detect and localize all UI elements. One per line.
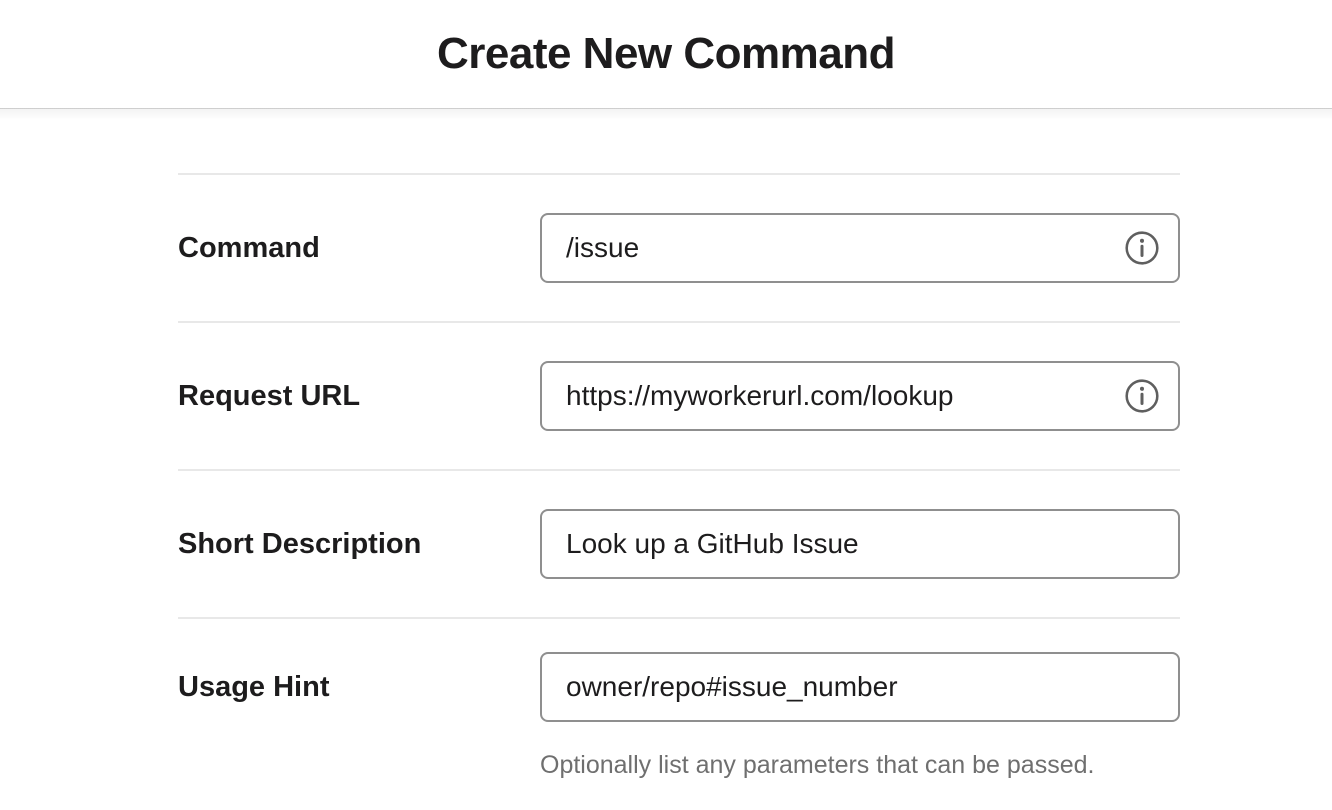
usage-hint-helper-text: Optionally list any parameters that can … bbox=[540, 751, 1095, 779]
request-url-input[interactable] bbox=[540, 361, 1180, 431]
form-row-usage-hint: Usage Hint Optionally list any parameter… bbox=[178, 617, 1180, 784]
create-command-form: Command Request URL bbox=[178, 173, 1180, 784]
page-header: Create New Command bbox=[0, 0, 1332, 120]
info-icon[interactable] bbox=[1124, 378, 1160, 414]
page-title: Create New Command bbox=[436, 29, 896, 78]
request-url-label: Request URL bbox=[178, 379, 361, 412]
usage-hint-input[interactable] bbox=[540, 652, 1180, 722]
form-row-short-description: Short Description bbox=[178, 469, 1180, 617]
command-label: Command bbox=[178, 231, 320, 264]
form-row-request-url: Request URL bbox=[178, 321, 1180, 469]
info-icon[interactable] bbox=[1124, 230, 1160, 266]
short-description-label: Short Description bbox=[178, 527, 422, 560]
form-row-command: Command bbox=[178, 173, 1180, 321]
short-description-input[interactable] bbox=[540, 509, 1180, 579]
command-input[interactable] bbox=[540, 213, 1180, 283]
usage-hint-label: Usage Hint bbox=[178, 671, 330, 703]
